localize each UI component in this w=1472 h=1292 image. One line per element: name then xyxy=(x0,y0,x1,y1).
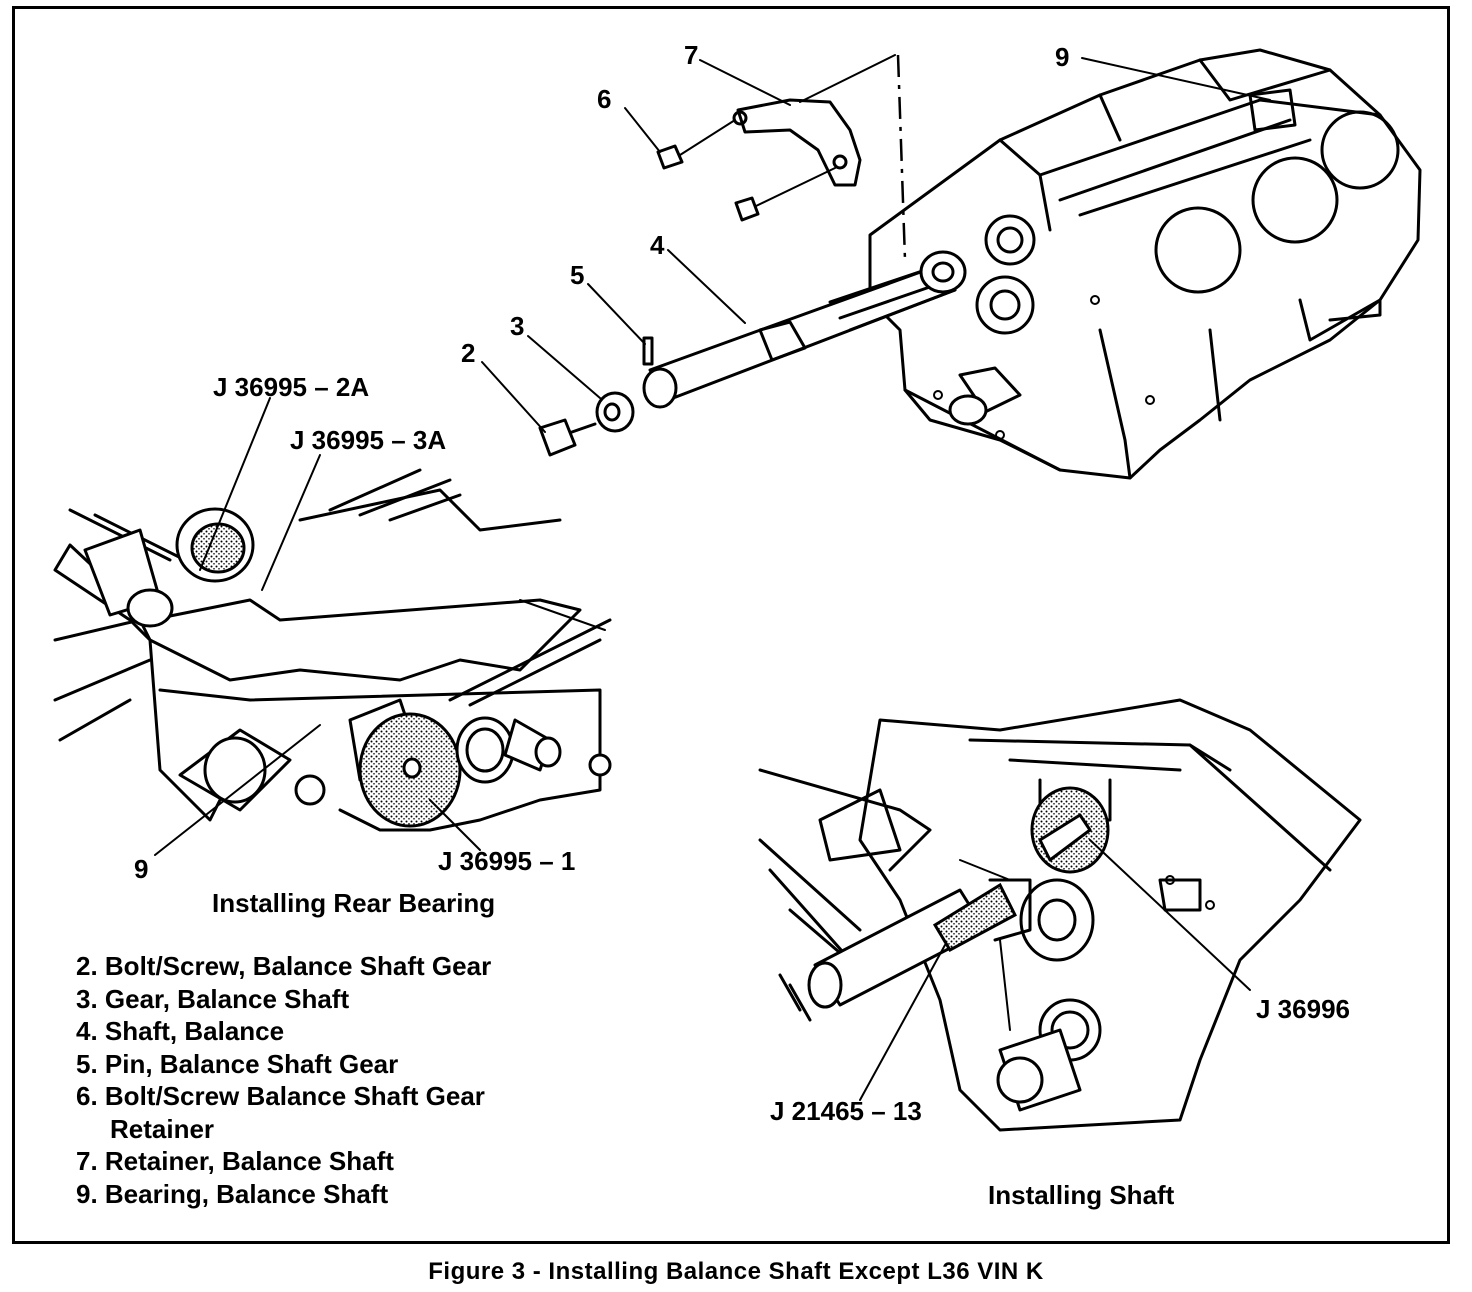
engine-block-exploded xyxy=(868,48,1422,480)
legend-item: 3. Gear, Balance Shaft xyxy=(76,983,350,1014)
retainer-exploded xyxy=(656,54,907,261)
callout-9: 9 xyxy=(1055,42,1070,72)
callout-9-rear: 9 xyxy=(134,854,149,884)
installing-shaft-leaders xyxy=(859,839,1251,1101)
legend-item: 6. Bolt/Screw Balance Shaft Gear xyxy=(76,1081,485,1111)
figure-caption: Figure 3 - Installing Balance Shaft Exce… xyxy=(428,1258,1044,1285)
rear-bearing-illustration xyxy=(53,468,612,832)
legend-item: 4. Shaft, Balance xyxy=(76,1016,285,1046)
tool-label-j21465-13: J 21465 – 13 xyxy=(770,1096,922,1126)
legend-item: 5. Pin, Balance Shaft Gear xyxy=(76,1048,399,1079)
callout-6: 6 xyxy=(597,84,612,114)
tool-label-j36995-3a: J 36995 – 3A xyxy=(290,425,447,455)
legend-item: 9. Bearing, Balance Shaft xyxy=(76,1178,389,1209)
parts-legend: 2. Bolt/Screw, Balance Shaft Gear 3. Gea… xyxy=(76,950,491,1210)
callout-3: 3 xyxy=(510,311,525,341)
caption-installing-rear-bearing: Installing Rear Bearing xyxy=(212,888,496,918)
tool-label-j36995-2a: J 36995 – 2A xyxy=(213,372,370,402)
callout-4: 4 xyxy=(650,230,665,260)
tool-label-j36995-1: J 36995 – 1 xyxy=(438,846,576,876)
callout-7: 7 xyxy=(684,40,699,70)
callout-5: 5 xyxy=(570,260,585,290)
legend-item-continuation: Retainer xyxy=(110,1113,215,1144)
tool-label-j36996: J 36996 xyxy=(1256,994,1350,1024)
callout-2: 2 xyxy=(461,338,476,368)
figure-frame xyxy=(12,6,1450,1244)
caption-installing-shaft: Installing Shaft xyxy=(988,1180,1175,1210)
balance-shaft-exploded xyxy=(538,250,967,457)
legend-item: 7. Retainer, Balance Shaft xyxy=(76,1146,394,1176)
exploded-leaders xyxy=(481,57,1271,433)
legend-item: 2. Bolt/Screw, Balance Shaft Gear xyxy=(76,951,492,981)
rear-bearing-leaders xyxy=(154,397,481,856)
installing-shaft-illustration xyxy=(758,698,1362,1132)
